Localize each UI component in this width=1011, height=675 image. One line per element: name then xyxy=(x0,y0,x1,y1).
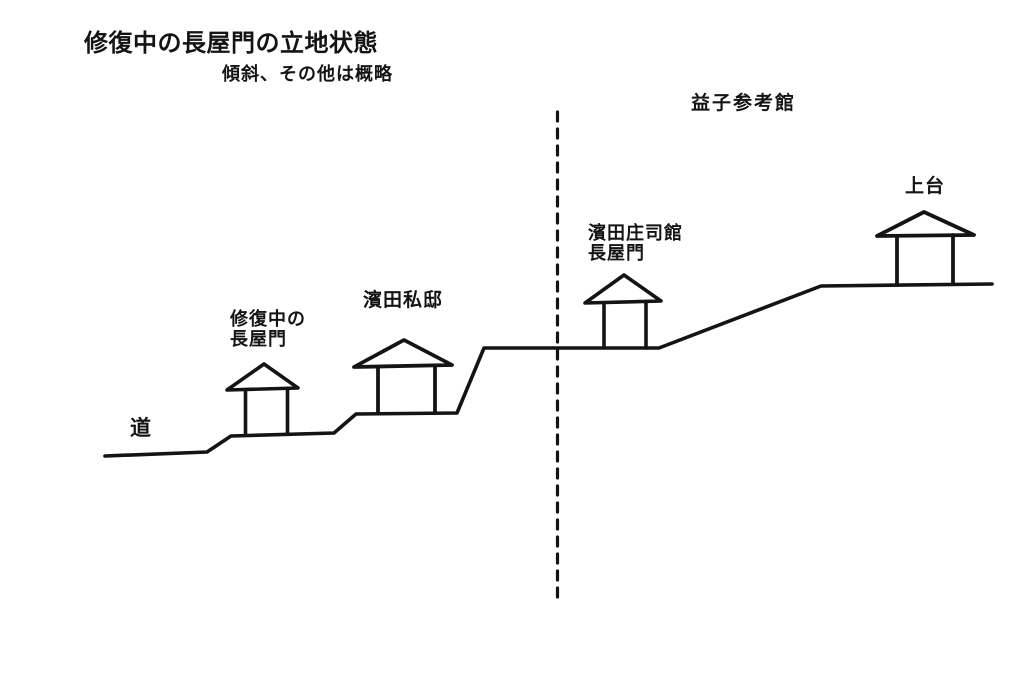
label-hamada-shoji-gate: 濱田庄司館 長屋門 xyxy=(588,223,683,264)
label-hamada-residence: 濱田私邸 xyxy=(363,290,444,311)
house-uwadai xyxy=(875,210,976,287)
house-roof xyxy=(352,338,454,369)
house-roof xyxy=(583,273,663,305)
label-road: 道 xyxy=(130,417,151,440)
label-uwadai: 上台 xyxy=(905,176,946,197)
diagram-subtitle: 傾斜、その他は概略 xyxy=(222,64,393,84)
diagram-title: 修復中の長屋門の立地状態 xyxy=(84,30,378,57)
label-gate-under-repair: 修復中の 長屋門 xyxy=(230,309,306,350)
house-roof xyxy=(875,210,976,238)
house-hamada-shoji-gate xyxy=(583,273,663,350)
ground-profile-line xyxy=(103,282,994,458)
house-hamada-residence xyxy=(352,338,454,415)
house-roof xyxy=(225,362,300,392)
house-gate-under-repair xyxy=(225,362,300,436)
label-mashiko-sankokan: 益子参考館 xyxy=(691,93,797,114)
